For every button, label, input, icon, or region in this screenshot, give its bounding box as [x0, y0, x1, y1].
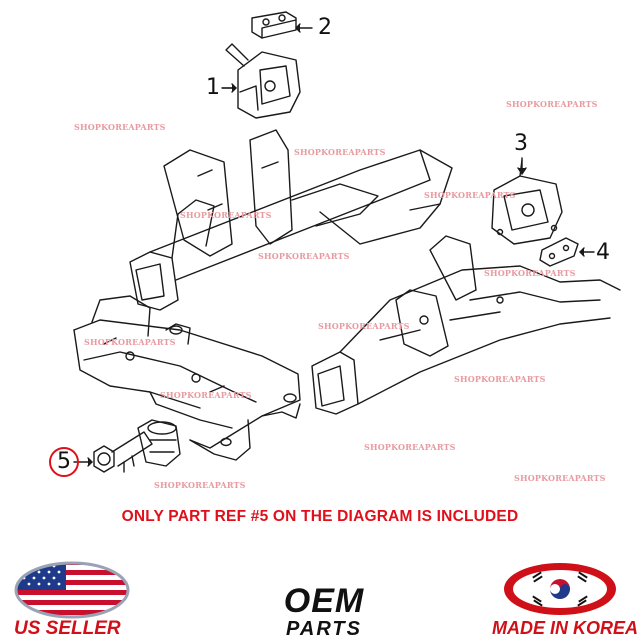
callout-5: 5 — [57, 449, 71, 474]
watermark: SHOPKOREAPARTS — [364, 442, 456, 452]
part-5-roll-mount — [73, 419, 181, 473]
watermark: SHOPKOREAPARTS — [514, 473, 606, 483]
watermark: SHOPKOREAPARTS — [318, 321, 410, 331]
callout-2: 2 — [318, 15, 332, 40]
oem-title: OEM — [283, 582, 365, 620]
included-part-notice: ONLY PART REF #5 ON THE DIAGRAM IS INCLU… — [121, 508, 519, 525]
part-2-bracket — [251, 11, 313, 39]
watermark: SHOPKOREAPARTS — [454, 374, 546, 384]
part-4-mount-bracket — [539, 237, 595, 267]
watermark: SHOPKOREAPARTS — [506, 99, 598, 109]
watermark: SHOPKOREAPARTS — [160, 390, 252, 400]
right-side-member — [311, 235, 621, 415]
made-in-korea-label: MADE IN KOREA — [492, 618, 639, 638]
front-subframe — [73, 295, 301, 461]
part-3-transmission-mount — [491, 157, 563, 245]
watermark: SHOPKOREAPARTS — [424, 190, 516, 200]
watermark: SHOPKOREAPARTS — [154, 480, 246, 490]
callout-4: 4 — [596, 240, 610, 265]
watermark: SHOPKOREAPARTS — [180, 210, 272, 220]
watermark: SHOPKOREAPARTS — [484, 268, 576, 278]
us-flag-icon — [14, 561, 130, 619]
watermark: SHOPKOREAPARTS — [84, 337, 176, 347]
oem-parts-label: PARTS — [286, 618, 362, 640]
watermark: SHOPKOREAPARTS — [294, 147, 386, 157]
left-side-member — [129, 129, 453, 311]
engine-mount-exploded-diagram — [49, 11, 621, 477]
callout-3: 3 — [514, 131, 528, 156]
us-seller-label: US SELLER — [14, 618, 121, 639]
callout-1: 1 — [206, 75, 220, 100]
korea-flag-icon — [504, 563, 616, 615]
part-5-highlight-circle — [49, 447, 79, 477]
watermark: SHOPKOREAPARTS — [74, 122, 166, 132]
watermark: SHOPKOREAPARTS — [258, 251, 350, 261]
part-1-engine-mount — [221, 43, 301, 119]
